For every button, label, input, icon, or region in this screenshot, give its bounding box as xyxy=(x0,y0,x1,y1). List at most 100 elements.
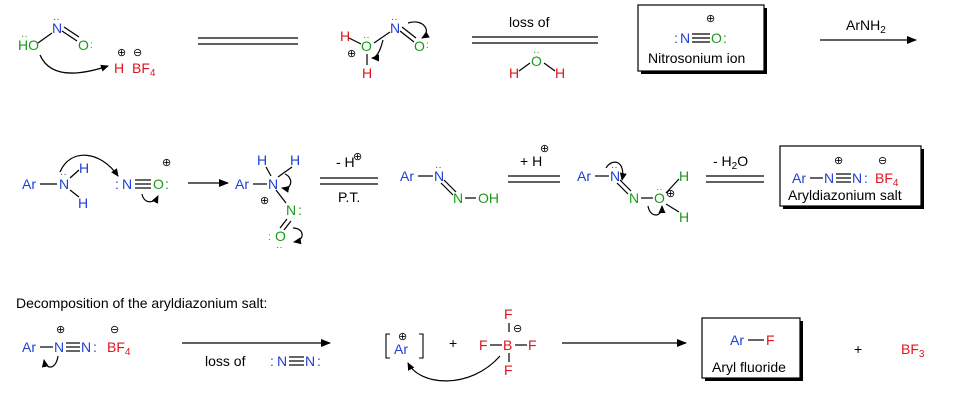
bf3-label: BF3 xyxy=(901,341,925,360)
bf4-label: BF4 xyxy=(107,339,131,358)
atom-n: N xyxy=(390,20,400,36)
atom-n: N xyxy=(54,339,64,355)
nitrosonium-ion-label: Nitrosonium ion xyxy=(648,50,745,66)
atom-n: N xyxy=(286,202,296,218)
plus-h-label: + H xyxy=(520,153,542,169)
atom-f: F xyxy=(504,362,513,378)
atom-h: H xyxy=(78,195,88,211)
lone-pair: : xyxy=(426,40,429,51)
aryl-fluoride-box: Ar F Aryl fluoride xyxy=(701,317,803,381)
lone-pair: ·· xyxy=(611,162,618,173)
atom-h: H xyxy=(362,65,372,81)
hbf4: ⊕ ⊖ H BF4 xyxy=(114,47,156,79)
plus-charge: ⊕ xyxy=(353,151,362,163)
lone-pair: ·· xyxy=(21,31,28,42)
atom-ar: Ar xyxy=(22,176,36,192)
atom-n: N xyxy=(268,176,278,192)
equilibrium-arrow-1 xyxy=(198,37,298,45)
lone-pair: : xyxy=(115,176,119,192)
lone-pair: : xyxy=(93,339,97,355)
atom-o: O xyxy=(531,53,542,69)
nitrous-acid: HO ·· N ·· O : xyxy=(18,14,109,74)
atom-f: F xyxy=(528,337,537,353)
atom-o: O xyxy=(654,190,665,206)
atom-ar: Ar xyxy=(792,170,806,186)
plus-charge: ⊕ xyxy=(117,47,126,59)
bf4-label: BF4 xyxy=(132,60,156,79)
plus-charge: ⊕ xyxy=(162,157,171,169)
plus-sign: + xyxy=(854,341,862,357)
lone-pair: ·· xyxy=(656,184,663,195)
atom-h: H xyxy=(679,209,689,225)
atom-ar: Ar xyxy=(235,176,249,192)
plus-charge: ⊕ xyxy=(834,155,843,167)
atom-ar: Ar xyxy=(394,341,408,357)
aryl-fluoride-label: Aryl fluoride xyxy=(712,359,786,375)
minus-charge: ⊖ xyxy=(133,47,142,59)
atom-f: F xyxy=(479,337,488,353)
tetrafluoroborate: F ⊖ F B F F xyxy=(407,306,537,382)
minus-charge: ⊖ xyxy=(878,155,887,167)
lone-pair: : xyxy=(864,170,868,186)
atom-n: N xyxy=(122,176,132,192)
pt-label: P.T. xyxy=(338,189,360,205)
atom-h: H xyxy=(509,65,519,81)
atom-n: N xyxy=(81,339,91,355)
plus-charge: ⊕ xyxy=(398,331,407,343)
decomposition-heading: Decomposition of the aryldiazonium salt: xyxy=(16,295,267,311)
lone-pair: : xyxy=(723,30,727,46)
atom-f: F xyxy=(504,306,513,322)
protonated-nitrous-acid: H ⊕ O ·· H N ·· O : xyxy=(340,14,430,81)
atom-h: H xyxy=(114,60,124,76)
minus-charge: ⊖ xyxy=(110,324,119,336)
atom-h: H xyxy=(79,160,89,176)
n-nitrosammonium: Ar N H H ⊕ N : O : ·· xyxy=(235,152,303,253)
loss-of-label: loss of xyxy=(509,14,550,30)
atom-n: N xyxy=(453,190,463,206)
lone-pair: ·· xyxy=(363,32,370,43)
atom-h: H xyxy=(679,168,689,184)
aryl-cation: ⊕ Ar xyxy=(385,331,424,359)
lone-pair: : xyxy=(674,30,678,46)
atom-n: N xyxy=(610,168,620,184)
atom-n: N xyxy=(305,353,315,369)
atom-n: N xyxy=(629,190,639,206)
diazohydroxide: Ar N ·· N OH xyxy=(400,162,499,206)
lone-pair: ·· xyxy=(276,242,283,253)
equilibrium-arrow-protonation: + H ⊕ xyxy=(508,143,560,183)
loss-of-label: loss of xyxy=(205,353,246,369)
atom-o: O xyxy=(711,30,722,46)
plus-charge: ⊕ xyxy=(540,143,549,155)
atom-ar: Ar xyxy=(400,168,414,184)
lone-pair: ·· xyxy=(391,14,398,25)
atom-n: N xyxy=(434,168,444,184)
atom-n: N xyxy=(824,170,834,186)
equilibrium-arrow-loss-of-water-2: - H2O xyxy=(706,153,764,183)
atom-n: N xyxy=(59,176,69,192)
atom-n: N xyxy=(680,30,690,46)
aryldiazonium-salt-label: Aryldiazonium salt xyxy=(788,187,902,203)
plus-charge: ⊕ xyxy=(260,195,269,207)
lone-pair: : xyxy=(268,232,271,243)
minus-charge: ⊖ xyxy=(513,323,522,335)
lone-pair: ·· xyxy=(435,162,442,173)
atom-h: H xyxy=(257,152,267,168)
atom-n: N xyxy=(52,20,62,36)
atom-ar: Ar xyxy=(22,339,36,355)
minus-h2o-label: - H2O xyxy=(713,153,748,172)
lone-pair: : xyxy=(317,353,321,369)
lone-pair: : xyxy=(90,40,93,51)
lone-pair: : xyxy=(165,176,169,192)
plus-charge: ⊕ xyxy=(706,13,715,25)
atom-n: N xyxy=(852,170,862,186)
plus-charge: ⊕ xyxy=(666,188,675,200)
atom-ho: HO xyxy=(18,37,39,53)
atom-ar: Ar xyxy=(577,168,591,184)
equilibrium-arrow-loss-of-water: loss of H O ·· H xyxy=(472,14,598,81)
diazonium-salt-decomposing: ⊕ ⊖ Ar N N : BF4 xyxy=(22,324,131,368)
atom-oh: OH xyxy=(478,190,499,206)
nitrosonium-ion-box: ⊕ : N O : Nitrosonium ion xyxy=(637,4,767,74)
lone-pair: ·· xyxy=(533,47,540,58)
atom-o: O xyxy=(361,38,372,54)
